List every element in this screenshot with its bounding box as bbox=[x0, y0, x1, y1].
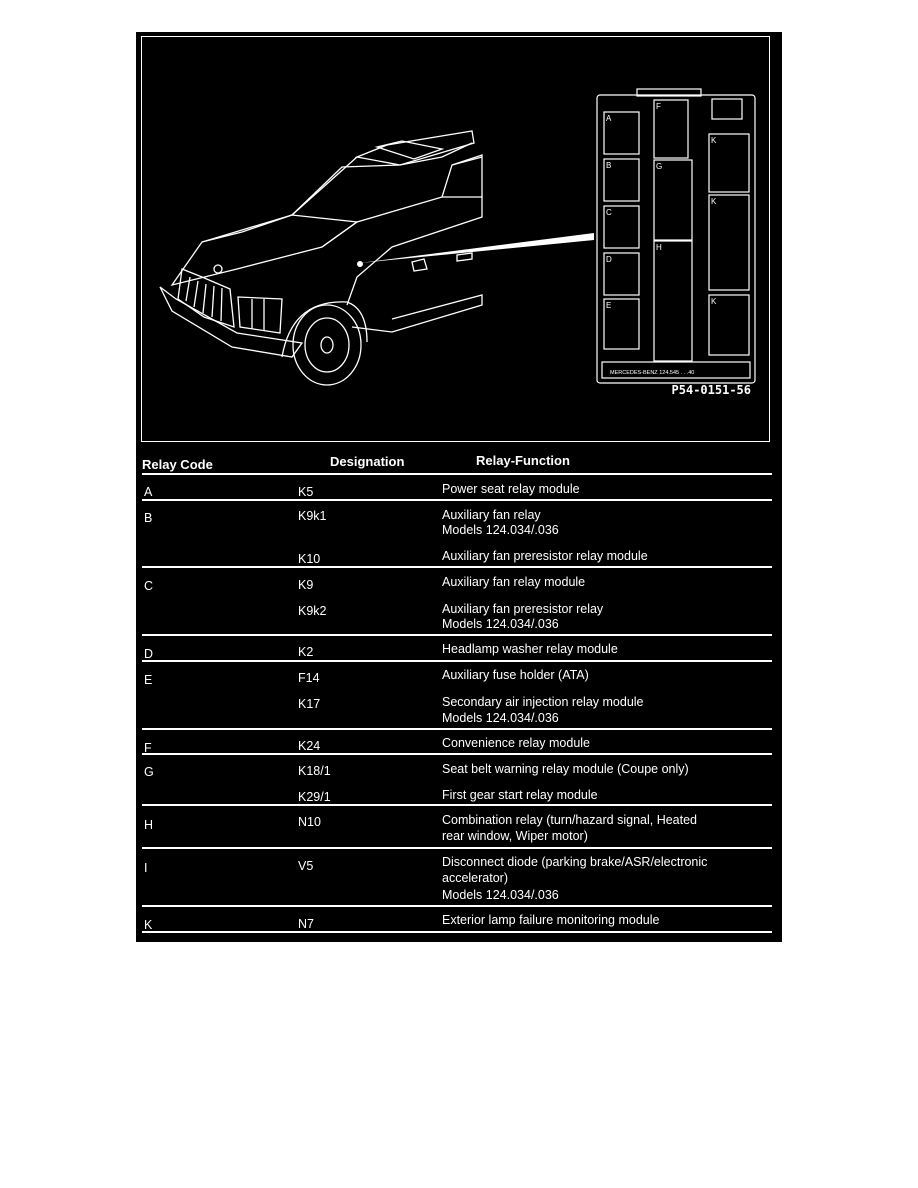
header-relay-code: Relay Code bbox=[142, 457, 213, 472]
figure-code: P54-0151-56 bbox=[671, 383, 751, 397]
designation: K2 bbox=[298, 645, 314, 659]
header-rule bbox=[142, 473, 772, 475]
relay-code: G bbox=[144, 765, 154, 779]
relay-function: Power seat relay module bbox=[442, 482, 580, 496]
relay-code: A bbox=[144, 485, 153, 499]
relay-function: Exterior lamp failure monitoring module bbox=[442, 913, 660, 927]
document-panel: A B C D E F G H K K K MERCEDES-BENZ 124.… bbox=[136, 32, 782, 942]
designation: K9k1 bbox=[298, 509, 327, 523]
box-label-h: H bbox=[656, 243, 662, 252]
relay-function-detail: Models 124.034/.036 bbox=[442, 523, 559, 537]
relay-function: Auxiliary fan preresistor relay bbox=[442, 602, 604, 616]
relay-function: Auxiliary fan relay bbox=[442, 508, 541, 522]
designation: V5 bbox=[298, 859, 314, 873]
car-relay-diagram: A B C D E F G H K K K MERCEDES-BENZ 124.… bbox=[159, 88, 756, 386]
relay-code: I bbox=[144, 861, 148, 875]
designation: N7 bbox=[298, 917, 314, 931]
row-rule bbox=[142, 753, 772, 755]
relay-code: B bbox=[144, 511, 153, 525]
row-rule bbox=[142, 499, 772, 501]
designation: K29/1 bbox=[298, 790, 331, 804]
box-label-g: G bbox=[656, 162, 662, 171]
row-rule bbox=[142, 931, 772, 933]
row-rule bbox=[142, 804, 772, 806]
relay-function: Auxiliary fan relay module bbox=[442, 575, 586, 589]
relay-function-detail: Models 124.034/.036 bbox=[442, 617, 559, 631]
relay-function-detail: accelerator) bbox=[442, 871, 508, 885]
row-rule bbox=[142, 905, 772, 907]
relay-code: D bbox=[144, 647, 154, 661]
relay-function-detail: rear window, Wiper motor) bbox=[442, 829, 588, 843]
designation: K24 bbox=[298, 739, 321, 753]
box-plate-text: MERCEDES-BENZ 124.545 . . .40 bbox=[610, 370, 694, 376]
relay-location-figure: A B C D E F G H K K K MERCEDES-BENZ 124.… bbox=[141, 36, 770, 442]
relay-code: C bbox=[144, 579, 154, 593]
relay-function: Auxiliary fuse holder (ATA) bbox=[442, 668, 589, 682]
row-rule bbox=[142, 728, 772, 730]
box-label-f: F bbox=[656, 102, 661, 111]
designation: K18/1 bbox=[298, 764, 331, 778]
relay-function: Headlamp washer relay module bbox=[442, 642, 618, 656]
box-label-a: A bbox=[606, 114, 612, 123]
designation: F14 bbox=[298, 671, 320, 685]
box-label-e: E bbox=[606, 301, 611, 310]
row-rule bbox=[142, 566, 772, 568]
designation: N10 bbox=[298, 815, 321, 829]
row-rule bbox=[142, 660, 772, 662]
relay-function: Combination relay (turn/hazard signal, H… bbox=[442, 813, 697, 827]
relay-function: Secondary air injection relay module bbox=[442, 695, 644, 709]
designation: K5 bbox=[298, 485, 314, 499]
designation: K9k2 bbox=[298, 604, 327, 618]
relay-function: Seat belt warning relay module (Coupe on… bbox=[442, 762, 689, 776]
row-rule bbox=[142, 847, 772, 849]
relay-code: F bbox=[144, 741, 152, 755]
relay-function-detail: Models 124.034/.036 bbox=[442, 711, 559, 725]
box-label-c: C bbox=[606, 208, 612, 217]
relay-function: Auxiliary fan preresistor relay module bbox=[442, 549, 648, 563]
relay-function: Disconnect diode (parking brake/ASR/elec… bbox=[442, 855, 708, 869]
relay-code: E bbox=[144, 673, 153, 687]
box-label-k1: K bbox=[711, 136, 717, 145]
relay-function-detail: Models 124.034/.036 bbox=[442, 888, 559, 902]
designation: K10 bbox=[298, 552, 321, 566]
box-label-b: B bbox=[606, 161, 611, 170]
header-designation: Designation bbox=[330, 454, 405, 469]
box-label-k3: K bbox=[711, 297, 717, 306]
relay-code: H bbox=[144, 818, 154, 832]
relay-function: Convenience relay module bbox=[442, 736, 591, 750]
row-rule bbox=[142, 634, 772, 636]
relay-code: K bbox=[144, 918, 153, 932]
designation: K17 bbox=[298, 697, 321, 711]
relay-function: First gear start relay module bbox=[442, 788, 598, 802]
header-relay-function: Relay-Function bbox=[476, 453, 570, 468]
box-label-k2: K bbox=[711, 197, 717, 206]
designation: K9 bbox=[298, 578, 314, 592]
box-label-d: D bbox=[606, 255, 612, 264]
